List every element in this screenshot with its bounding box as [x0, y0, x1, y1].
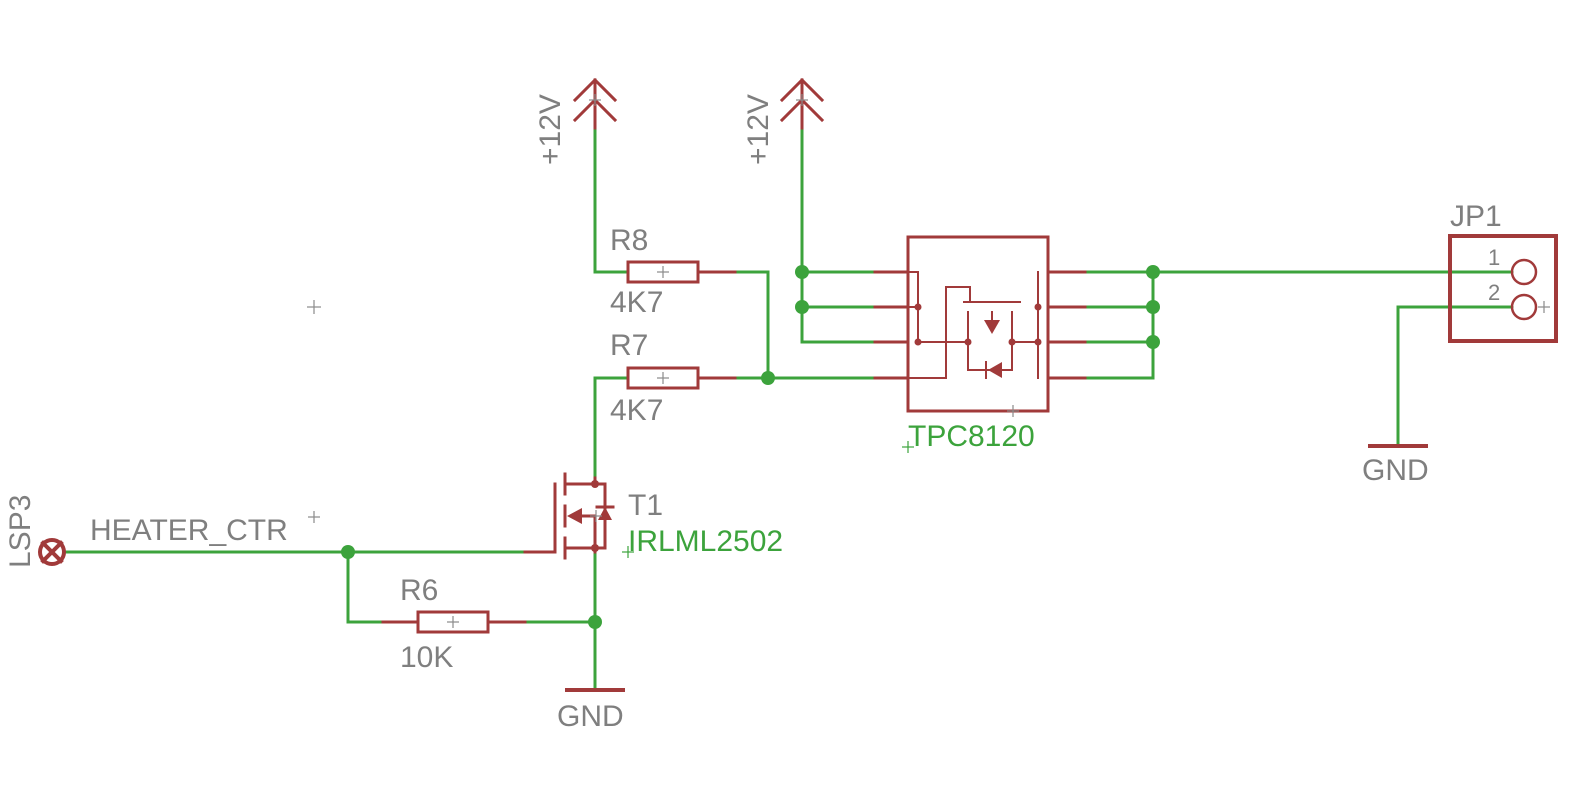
resistor-r7[interactable]: R7 4K7 — [610, 329, 737, 427]
mosfet-value: TPC8120 — [908, 420, 1035, 453]
power-12v-left[interactable]: +12V — [534, 77, 618, 165]
ground-label: GND — [557, 700, 624, 733]
origin-marker — [307, 300, 321, 314]
power-label: +12V — [534, 94, 567, 165]
junction-dot — [1146, 335, 1160, 349]
resistor-name: R7 — [610, 329, 648, 362]
resistor-name: R6 — [400, 574, 438, 607]
power-label: +12V — [742, 94, 775, 165]
resistor-name: R8 — [610, 224, 648, 257]
wires — [62, 98, 1514, 692]
junction-dot — [1146, 300, 1160, 314]
resistor-value: 10K — [400, 641, 453, 674]
resistor-r6[interactable]: R6 10K — [381, 574, 527, 674]
junction-dot — [795, 300, 809, 314]
junction-dot — [795, 265, 809, 279]
junction-dot — [1146, 265, 1160, 279]
junction-dot — [341, 545, 355, 559]
junction-dot — [761, 371, 775, 385]
test-point-lsp3[interactable]: LSP3 — [4, 495, 66, 568]
junction-dot — [588, 615, 602, 629]
net-label: HEATER_CTR — [90, 514, 288, 547]
test-point-name: LSP3 — [4, 495, 37, 568]
mosfet-tpc8120[interactable]: TPC8120 — [873, 235, 1087, 453]
transistor-value: IRLML2502 — [628, 525, 783, 558]
resistor-value: 4K7 — [610, 286, 663, 319]
ground-right[interactable]: GND — [1362, 444, 1429, 487]
connector-name: JP1 — [1450, 200, 1502, 233]
transistor-t1[interactable]: T1 IRLML2502 — [523, 472, 783, 560]
resistor-value: 4K7 — [610, 394, 663, 427]
junctions — [341, 265, 1160, 629]
ground-label: GND — [1362, 454, 1429, 487]
pin-number: 2 — [1488, 280, 1500, 305]
resistor-r8[interactable]: R8 4K7 — [610, 224, 737, 319]
transistor-name: T1 — [628, 489, 663, 522]
power-12v-right[interactable]: +12V — [742, 77, 825, 165]
pin-number: 1 — [1488, 245, 1500, 270]
ground-bottom[interactable]: GND — [557, 688, 625, 733]
connector-jp1[interactable]: 1 2 JP1 — [1448, 200, 1558, 343]
net-label-heater-ctr: HEATER_CTR — [90, 511, 320, 547]
